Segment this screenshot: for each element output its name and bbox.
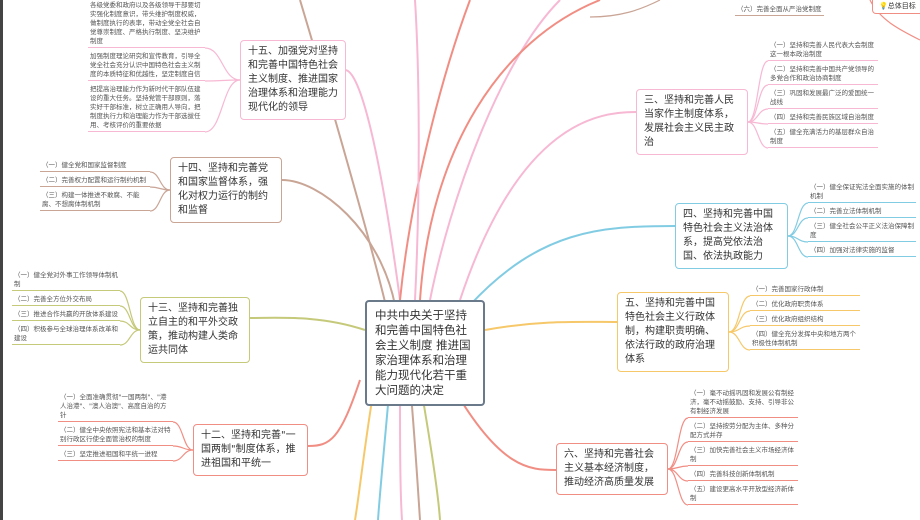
- leaf-connector: [204, 79, 241, 133]
- leaf-connector: [204, 47, 241, 81]
- leaf-connector: [119, 329, 141, 346]
- link-b4: [469, 225, 676, 306]
- leaf-14-1[interactable]: （一）健全党和国家监督制度: [40, 160, 150, 172]
- leaf-4-1[interactable]: （一）健全保证宪法全面实施的体制机制: [808, 182, 916, 203]
- leaves-3: （一）坚持和完善人民代表大会制度这一根本政治制度 （二）坚持和完善中国共产党领导…: [768, 40, 878, 148]
- leaf-connector: [747, 121, 769, 149]
- leaf-5-3[interactable]: （三）优化政府组织结构: [750, 314, 860, 326]
- leaf-15-1[interactable]: 各级党委和政府以及各级领导干部要切实强化制度意识，带头维护制度权威，做制度执行的…: [88, 0, 205, 48]
- leaf-connector: [667, 417, 689, 470]
- leaf-5-2[interactable]: （二）优化政府职责体系: [750, 299, 860, 311]
- leaves-12: （一）全面准确贯彻"一国两制"、"港人治港"、"澳人治澳"、高度自治的方针 （二…: [58, 392, 173, 461]
- central-topic[interactable]: 中共中央关于坚持和完善中国特色社会主义制度 推进国家治理体系和治理能力现代化若干…: [365, 300, 485, 406]
- leaf-12-1[interactable]: （一）全面准确贯彻"一国两制"、"港人治港"、"澳人治澳"、高度自治的方针: [58, 392, 173, 422]
- branch-14[interactable]: 十四、坚持和完善党和国家监督体系，强化对权力运行的制约和监督: [170, 157, 282, 223]
- window-edge: [0, 0, 3, 520]
- link-b12: [307, 379, 361, 447]
- leaves-13: （一）健全党对外事工作领导体制机制 （二）完善全方位外交布局 （三）推进合作共赢…: [12, 270, 120, 345]
- leaf-13-4[interactable]: （四）积极参与全球治理体系改革和建设: [12, 324, 120, 345]
- leaf-b1-6[interactable]: （六）完善全面从严治党制度: [735, 4, 824, 16]
- leaves-14: （一）健全党和国家监督制度 （二）完善权力配置和运行制约机制 （三）构建一体推进…: [40, 160, 150, 211]
- branch-3[interactable]: 三、坚持和完善人民当家作主制度体系，发展社会主义民主政治: [636, 89, 748, 155]
- leaf-3-1[interactable]: （一）坚持和完善人民代表大会制度这一根本政治制度: [768, 40, 878, 61]
- link-b15: [344, 69, 401, 301]
- leaf-connector: [667, 441, 689, 470]
- leaf-15-3[interactable]: 把提高治理能力作为新时代干部队伍建设的重大任务。坚持党管干部原则，落实好干部标准…: [88, 84, 205, 132]
- leaf-6-2[interactable]: （二）坚持按劳分配为主体、多种分配方式并存: [688, 421, 798, 442]
- leaf-connector: [728, 331, 751, 351]
- leaf-4-3[interactable]: （三）健全社会公平正义法治保障制度: [808, 221, 916, 242]
- leaf-13-3[interactable]: （三）推进合作共赢的开放体系建设: [12, 309, 120, 321]
- leaf-15-2[interactable]: 加强制度理论研究和宣传教育，引导全党全社会充分认识中国特色社会主义制度的本质特征…: [88, 51, 205, 81]
- leaf-connector: [747, 60, 769, 123]
- link-offscreen: [589, 0, 661, 18]
- leaf-3-2[interactable]: （二）坚持和完善中国共产党领导的多党合作和政治协商制度: [768, 64, 878, 85]
- link-b13: [249, 316, 366, 331]
- leaf-4-2[interactable]: （二）完善立法体制机制: [808, 206, 916, 218]
- leaf-connector: [119, 290, 141, 331]
- link-b14: [281, 179, 396, 306]
- leaf-connector: [172, 449, 194, 462]
- goal-label: 总体目标: [887, 2, 916, 10]
- leaves-5: （一）完善国家行政体制 （二）优化政府职责体系 （三）优化政府组织结构 （四）健…: [750, 284, 860, 350]
- link-offscreen: [429, 0, 561, 301]
- leaf-3-4[interactable]: （四）坚持和完善民族区域自治制度: [768, 112, 878, 124]
- branch-4[interactable]: 四、坚持和完善中国特色社会主义法治体系，提高党依法治国、依法执政能力: [675, 203, 788, 269]
- leaf-14-2[interactable]: （二）完善权力配置和运行制约机制: [40, 175, 150, 187]
- link-offscreen: [419, 0, 601, 301]
- leaf-connector: [787, 235, 809, 258]
- branch-12[interactable]: 十二、坚持和完善"一国两制"制度体系，推进祖国和平统一: [193, 424, 308, 476]
- leaf-connector: [787, 217, 809, 237]
- leaf-13-1[interactable]: （一）健全党对外事工作领导体制机制: [12, 270, 120, 291]
- leaf-3-5[interactable]: （五）健全充满活力的基层群众自治制度: [768, 127, 878, 148]
- leaf-connector: [172, 445, 194, 451]
- leaf-6-4[interactable]: （四）完善科技创新体制机制: [688, 469, 798, 481]
- leaf-3-3[interactable]: （三）巩固和发展最广泛的爱国统一战线: [768, 88, 878, 109]
- leaf-6-3[interactable]: （三）加快完善社会主义市场经济体制: [688, 445, 798, 466]
- branch-13[interactable]: 十三、坚持和完善独立自主的和平外交政策，推动构建人类命运共同体: [140, 297, 250, 363]
- leaves-6: （一）毫不动摇巩固和发展公有制经济，毫不动摇鼓励、支持、引导非公有制经济发展 （…: [688, 388, 798, 505]
- leaf-5-4[interactable]: （四）健全充分发挥中央和地方两个积极性体制机制: [750, 329, 860, 350]
- leaf-5-1[interactable]: （一）完善国家行政体制: [750, 284, 860, 296]
- branch-6[interactable]: 六、坚持和完善社会主义基本经济制度，推动经济高质量发展: [556, 443, 668, 495]
- leaf-connector: [747, 84, 769, 123]
- link-b6: [449, 381, 557, 471]
- leaves-4: （一）健全保证宪法全面实施的体制机制 （二）完善立法体制机制 （三）健全社会公平…: [808, 182, 916, 257]
- link-b5: [484, 320, 618, 331]
- link-b3: [459, 111, 637, 301]
- link-offscreen: [414, 0, 420, 301]
- leaf-connector: [149, 186, 171, 191]
- goal-node[interactable]: 💡总体目标: [872, 0, 920, 14]
- leaf-12-2[interactable]: （二）健全中央依照宪法和基本法对特别行政区行使全面管治权的制度: [58, 425, 173, 446]
- leaf-13-2[interactable]: （二）完善全方位外交布局: [12, 294, 120, 306]
- leaf-connector: [204, 79, 241, 82]
- leaf-connector: [149, 189, 171, 212]
- lightbulb-icon: 💡: [879, 2, 888, 10]
- link-offscreen: [399, 0, 471, 301]
- leaf-12-3[interactable]: （三）坚定推进祖国和平统一进程: [58, 449, 173, 461]
- leaf-4-4[interactable]: （四）加强对法律实施的监督: [808, 245, 916, 257]
- leaf-6-1[interactable]: （一）毫不动摇巩固和发展公有制经济，毫不动摇鼓励、支持、引导非公有制经济发展: [688, 388, 798, 418]
- branch-5[interactable]: 五、坚持和完善中国特色社会主义行政体制，构建职责明确、依法行政的政府治理体系: [617, 292, 729, 372]
- leaf-14-3[interactable]: （三）构建一体推进不敢腐、不能腐、不想腐体制机制: [40, 190, 150, 211]
- leaves-15: 各级党委和政府以及各级领导干部要切实强化制度意识，带头维护制度权威，做制度执行的…: [88, 0, 205, 132]
- leaf-connector: [172, 421, 194, 451]
- leaf-connector: [787, 202, 809, 237]
- leaf-6-5[interactable]: （五）建设更高水平开放型经济新体制: [688, 484, 798, 505]
- leaf-connector: [667, 468, 689, 506]
- branch-15[interactable]: 十五、加强党对坚持和完善中国特色社会主义制度、推进国家治理体系和治理能力现代化的…: [240, 40, 346, 120]
